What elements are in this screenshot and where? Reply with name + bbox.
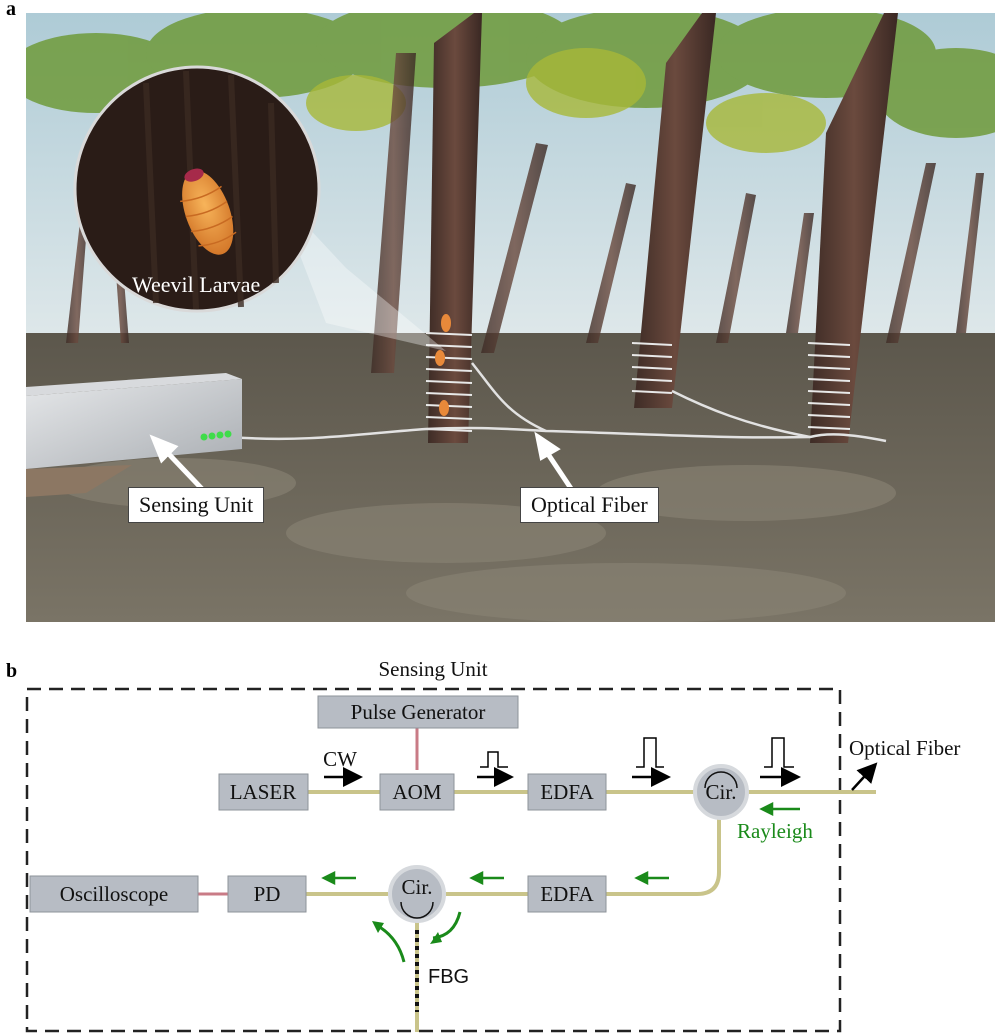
fiber-paths (306, 790, 876, 896)
pulse-glyph-1 (480, 751, 508, 768)
edfa-bottom-box (527, 875, 607, 913)
pulse-glyph-2 (636, 737, 664, 768)
panel-b-label: b (6, 660, 18, 682)
backscatter-arrows (321, 801, 800, 886)
optical-fiber-arrow (534, 431, 577, 495)
laser-box (218, 773, 309, 811)
pd-label: PD (254, 882, 281, 906)
sensing-unit-enclosure (25, 687, 842, 1033)
rayleigh-label: Rayleigh (737, 819, 813, 843)
larvae-zoom-inset (73, 65, 321, 313)
edfa-top-box (527, 773, 607, 811)
circulator-top: Cir. (693, 764, 749, 820)
edfa-bottom-label: EDFA (540, 882, 594, 906)
fbg-label: FBG (428, 966, 469, 988)
pd-box (227, 875, 307, 913)
scene-illustration (26, 13, 995, 622)
aom-label: AOM (392, 780, 441, 804)
larvae-label: Weevil Larvae (132, 272, 261, 297)
circulator-bottom: Cir. (388, 865, 446, 923)
pulse-glyph-3 (764, 737, 794, 768)
pulse-generator-label: Pulse Generator (351, 700, 486, 724)
cw-label: CW (323, 747, 357, 771)
oscilloscope-box (29, 875, 199, 913)
palm-plantation-scene: Weevil Larvae Sensing Unit Optical Fiber (26, 13, 995, 622)
aom-box (379, 773, 455, 811)
circulator-top-label: Cir. (706, 780, 737, 804)
panel-a-label: a (6, 0, 16, 20)
sensing-unit-callout: Sensing Unit (128, 487, 265, 523)
oscilloscope-label: Oscilloscope (60, 882, 168, 906)
sensing-unit-box (26, 373, 242, 469)
pulse-generator-box (317, 695, 519, 729)
circulator-bottom-label: Cir. (402, 875, 433, 899)
output-fiber-arrow (851, 762, 878, 791)
edfa-top-label: EDFA (540, 780, 594, 804)
sensing-unit-schematic: Sensing Unit Pulse Generator LASER AOM E… (25, 657, 960, 1033)
laser-label: LASER (230, 780, 297, 804)
optical-fiber-label: Optical Fiber (849, 736, 960, 760)
optical-fiber-callout: Optical Fiber (520, 487, 659, 523)
sensing-unit-title: Sensing Unit (378, 657, 487, 681)
sensing-unit-arrow (149, 434, 206, 493)
